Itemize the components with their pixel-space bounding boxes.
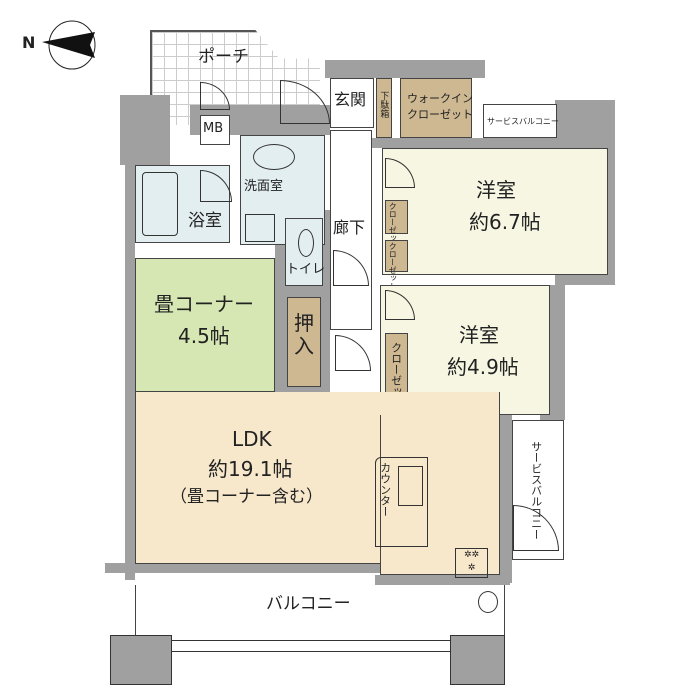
compass: N xyxy=(20,20,100,70)
toilet: トイレ xyxy=(285,218,325,286)
walk-in-closet: ウォークイン クローゼット xyxy=(400,78,473,138)
tatami-corner: 畳コーナー 4.5帖 xyxy=(135,258,275,392)
wall-block xyxy=(120,95,170,165)
ldk-note: （畳コーナー含む） xyxy=(170,487,323,507)
kitchen-counter: カウンター xyxy=(375,457,428,547)
stove-icon: ✲✲✲ xyxy=(455,548,488,578)
shoe-box: 下駄箱 xyxy=(376,78,392,138)
north-label: N xyxy=(22,33,36,52)
oshiire: 押入 xyxy=(287,297,321,387)
wall-bottom-kitchen xyxy=(375,575,510,585)
outdoor-faucet-icon xyxy=(478,591,498,613)
sink-icon xyxy=(253,144,295,170)
wall-mid xyxy=(370,138,610,148)
entrance: 玄関 xyxy=(330,78,374,128)
kitchen-sink-icon xyxy=(398,466,423,506)
western-room-1: 洋室 約6.7帖 xyxy=(382,148,608,275)
washing-machine-pan xyxy=(245,214,275,242)
porch-label: ポーチ xyxy=(198,47,249,67)
wall-bottom xyxy=(105,563,380,573)
ldk-name: LDK xyxy=(232,427,272,451)
balcony-railing xyxy=(170,640,455,652)
meter-box: MB xyxy=(200,115,230,145)
wall-top xyxy=(325,60,485,78)
north-arrow-icon xyxy=(42,20,96,70)
service-balcony-top: サービスバルコニー xyxy=(483,104,559,138)
closet-a: クローゼット xyxy=(385,200,408,250)
balcony: バルコニー xyxy=(135,585,505,640)
door-swing xyxy=(280,80,330,124)
wall-outer-left xyxy=(125,160,135,580)
pillar-left xyxy=(110,635,172,685)
bathtub xyxy=(142,172,178,236)
wall-kitchen-right xyxy=(500,415,512,583)
door-swing xyxy=(335,335,371,371)
hallway: 廊下 xyxy=(330,130,372,330)
closet-b: クローゼット xyxy=(385,240,408,290)
toilet-bowl-icon xyxy=(298,229,314,257)
ldk-size: 約19.1帖 xyxy=(208,457,293,481)
pillar-right xyxy=(450,635,505,685)
